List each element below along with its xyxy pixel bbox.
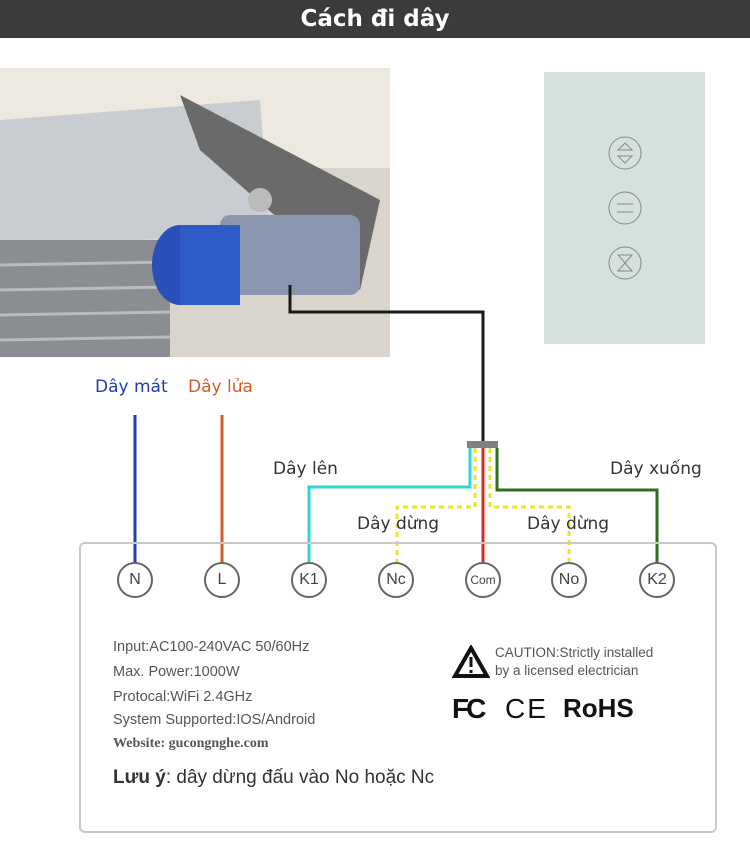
terminal-k2: K2 — [639, 562, 675, 598]
stop-label-left: Dây dừng — [357, 514, 440, 534]
note-text: : dây dừng đấu vào No hoặc Nc — [165, 767, 435, 788]
website-text: Website: gucongnghe.com — [113, 736, 269, 751]
cable-connector — [467, 441, 498, 448]
switch-back-label — [79, 542, 717, 833]
terminal-n: N — [117, 562, 153, 598]
motor-photo — [0, 68, 390, 357]
down-button-icon — [608, 246, 642, 280]
motor-cable — [288, 285, 485, 443]
stop-wire-left — [395, 448, 477, 563]
header-bar: Cách đi dây — [0, 0, 750, 38]
up-button-icon — [608, 136, 642, 170]
ce-logo: CE — [505, 693, 548, 724]
spec-protocol: Protocal:WiFi 2.4GHz — [113, 689, 253, 705]
note: Lưu ý: dây dừng đấu vào No hoặc Nc — [113, 767, 434, 789]
fcc-logo: FC — [452, 693, 486, 724]
rohs-logo: RoHS — [563, 693, 634, 723]
caution-line1: CAUTION:Strictly installed — [495, 645, 654, 660]
note-label: Lưu ý — [113, 767, 166, 788]
terminal-no: No — [551, 562, 587, 598]
wires — [133, 285, 659, 563]
live-label: Dây lửa — [188, 377, 253, 397]
terminal-l: L — [204, 562, 240, 598]
caution-line2: by a licensed electrician — [495, 663, 639, 678]
up-wire — [307, 448, 472, 563]
switch-panel — [544, 72, 705, 344]
neutral-label: Dây mát — [95, 377, 168, 397]
spec-system: System Supported:IOS/Android — [113, 712, 316, 728]
terminal-nc: Nc — [378, 562, 414, 598]
spec-input: Input:AC100-240VAC 50/60Hz — [113, 639, 310, 655]
down-wire — [495, 448, 659, 563]
page-title: Cách đi dây — [300, 6, 450, 32]
up-label: Dây lên — [273, 459, 338, 479]
terminal-com: Com — [465, 562, 501, 598]
terminal-k1: K1 — [291, 562, 327, 598]
down-label: Dây xuống — [610, 459, 702, 479]
stop-label-right: Dây dừng — [527, 514, 610, 534]
warning-icon — [452, 645, 490, 678]
stop-button-icon — [608, 191, 642, 225]
spec-power: Max. Power:1000W — [113, 664, 240, 680]
stop-wire-right — [488, 448, 571, 563]
